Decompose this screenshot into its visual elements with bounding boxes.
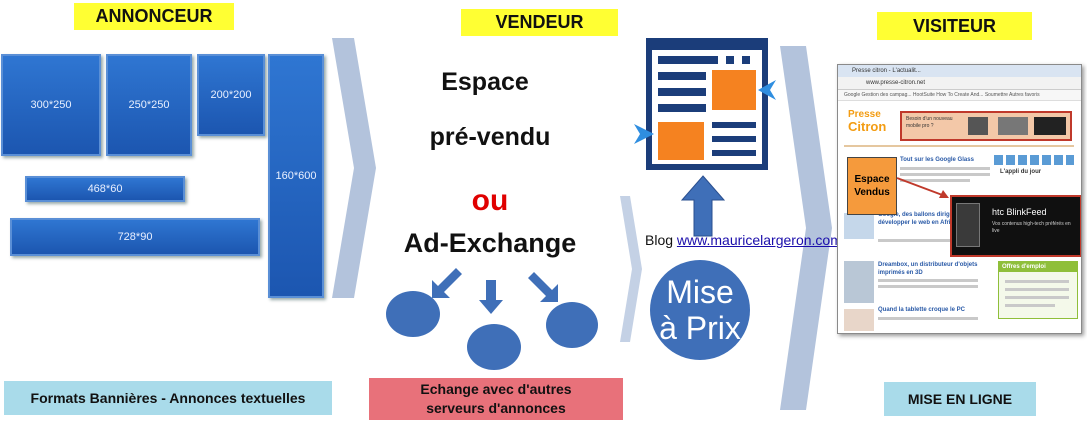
blog-prefix: Blog — [645, 232, 674, 248]
echange-line1: Echange avec d'autres — [420, 381, 572, 397]
up-arrow-icon — [680, 175, 726, 237]
espace-vendus-line1: Espace — [854, 174, 890, 185]
headline-1: Tout sur les Google Glass — [900, 157, 974, 163]
banner-200x200: 200*200 — [197, 54, 265, 136]
headline-2: Google, des ballons dirigeables pour dév… — [878, 212, 984, 226]
browser-bookmarks-bar: Google Gestion des campag... HootSuite H… — [838, 90, 1081, 101]
logo-bottom: Citron — [848, 119, 887, 134]
exchange-server-circle — [546, 302, 598, 348]
espace-text: Espace — [441, 68, 529, 96]
browser-address-bar: www.presse-citron.net — [838, 77, 1081, 90]
banner-468x60: 468*60 — [25, 176, 185, 202]
site-logo: Presse Citron — [848, 109, 894, 133]
sidebar-title: L'appli du jour — [1000, 169, 1042, 175]
header-annonceur: ANNONCEUR — [74, 3, 234, 30]
promo-box: htc BlinkFeed Vos contenus high-tech pré… — [950, 195, 1081, 257]
down-arrow-icon — [432, 268, 462, 298]
header-vendeur: VENDEUR — [461, 9, 618, 36]
webpage-layout-icon — [634, 38, 776, 170]
jobs-box: Offres d'emploi — [998, 261, 1078, 319]
exchange-server-circle — [386, 291, 440, 337]
promo-brand: htc BlinkFeed — [992, 207, 1047, 217]
promo-sub: Vos contenus high-tech préférés en live — [992, 221, 1071, 234]
callout-arrow-icon — [896, 177, 949, 198]
chevron-arrow-icon — [620, 196, 642, 342]
pre-vendu-text: pré-vendu — [429, 123, 551, 151]
or-text: ou — [471, 184, 509, 217]
banner-160x600: 160*600 — [268, 54, 324, 298]
jobs-box-title: Offres d'emploi — [999, 262, 1077, 272]
mise-line1: Mise — [666, 274, 734, 310]
chevron-arrow-icon — [332, 38, 376, 298]
blog-link[interactable]: www.mauricelargeron.com — [676, 232, 842, 248]
headline-4: Quand la tablette croque le PC — [878, 307, 966, 313]
browser-tab-title: Presse citron - L'actualit... — [838, 65, 1081, 77]
ad-exchange-text: Ad-Exchange — [403, 228, 577, 258]
echange-line2: serveurs d'annonces — [426, 400, 566, 416]
footer-echange: Echange avec d'autres serveurs d'annonce… — [369, 378, 623, 420]
header-visiteur: VISITEUR — [877, 12, 1032, 40]
espace-vendus-line2: Vendus — [854, 187, 890, 198]
footer-mise-en-ligne: MISE EN LIGNE — [884, 382, 1036, 416]
top-ad-text: Besoin d'un nouveau mobile pro ? — [906, 116, 953, 129]
mise-a-prix-circle: Mise à Prix — [650, 260, 750, 360]
banner-300x250: 300*250 — [1, 54, 101, 156]
blog-credit: Blog www.mauricelargeron.com — [645, 232, 842, 248]
logo-top: Presse — [848, 109, 881, 120]
headline-3: Dreambox, un distributeur d'objets impri… — [878, 262, 978, 276]
footer-formats: Formats Bannières - Annonces textuelles — [4, 381, 332, 415]
espace-vendus-callout: Espace Vendus — [847, 157, 897, 215]
site-top-ad: Besoin d'un nouveau mobile pro ? — [900, 111, 1072, 141]
down-arrow-icon — [528, 272, 558, 302]
social-icons — [994, 155, 1074, 165]
banner-250x250: 250*250 — [106, 54, 192, 156]
mise-line2: à Prix — [659, 310, 741, 346]
banner-728x90: 728*90 — [10, 218, 260, 256]
down-arrow-icon — [479, 280, 503, 314]
chevron-arrow-icon — [780, 46, 832, 410]
exchange-server-circle — [467, 324, 521, 370]
